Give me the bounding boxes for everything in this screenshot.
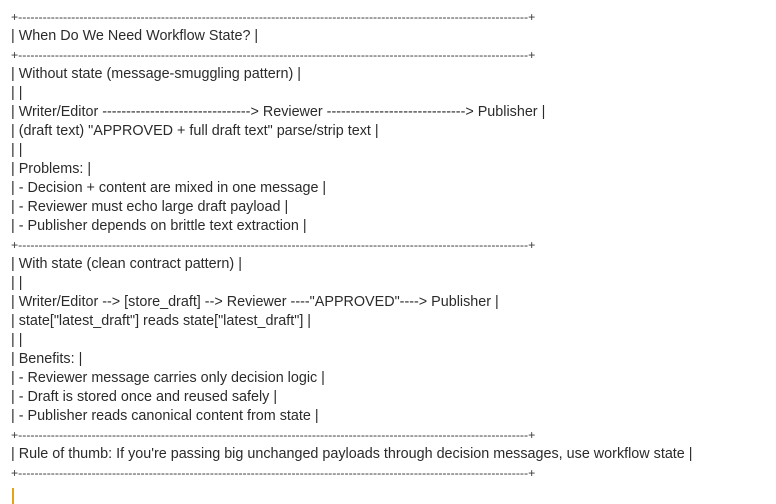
diagram-text-line: | Writer/Editor ------------------------… xyxy=(11,104,546,120)
diagram-text-line: | Problems: | xyxy=(11,161,92,177)
text-cursor[interactable] xyxy=(12,488,14,504)
diagram-text-line: | - Reviewer message carries only decisi… xyxy=(11,370,325,386)
diagram-border-line: +---------------------------------------… xyxy=(11,48,536,62)
diagram-text-line: | Benefits: | xyxy=(11,351,83,367)
diagram-text-line: | - Publisher reads canonical content fr… xyxy=(11,408,319,424)
diagram-text-line: | With state (clean contract pattern) | xyxy=(11,256,242,272)
diagram-text-line: | Rule of thumb: If you're passing big u… xyxy=(11,446,693,462)
diagram-text-line: | | xyxy=(11,275,23,291)
diagram-text-line: | - Decision + content are mixed in one … xyxy=(11,180,327,196)
diagram-text-line: | | xyxy=(11,332,23,348)
diagram-text-line: | | xyxy=(11,142,23,158)
diagram-text-line: | | xyxy=(11,85,23,101)
diagram-text-line: | - Reviewer must echo large draft paylo… xyxy=(11,199,289,215)
diagram-border-line: +---------------------------------------… xyxy=(11,428,536,442)
diagram-text-line: | When Do We Need Workflow State? | xyxy=(11,28,259,44)
ascii-diagram: +---------------------------------------… xyxy=(11,8,771,483)
diagram-text-line: | state["latest_draft"] reads state["lat… xyxy=(11,313,312,329)
diagram-text-line: | Without state (message-smuggling patte… xyxy=(11,66,301,82)
diagram-border-line: +---------------------------------------… xyxy=(11,10,536,24)
diagram-text-line: | - Publisher depends on brittle text ex… xyxy=(11,218,307,234)
diagram-text-line: | - Draft is stored once and reused safe… xyxy=(11,389,278,405)
diagram-border-line: +---------------------------------------… xyxy=(11,466,536,480)
diagram-text-line: | (draft text) "APPROVED + full draft te… xyxy=(11,123,379,139)
diagram-text-line: | Writer/Editor --> [store_draft] --> Re… xyxy=(11,294,499,310)
diagram-border-line: +---------------------------------------… xyxy=(11,238,536,252)
